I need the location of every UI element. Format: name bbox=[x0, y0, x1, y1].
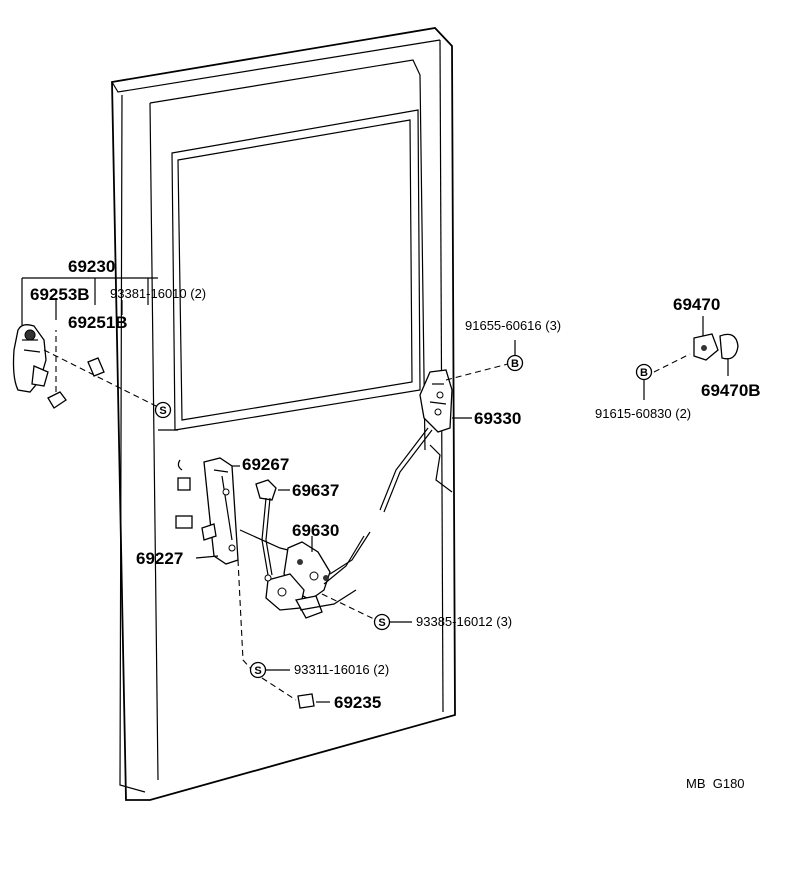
diagram-id: MB G180 bbox=[686, 776, 745, 791]
label-69470b: 69470B bbox=[701, 381, 761, 400]
label-69267: 69267 bbox=[242, 455, 289, 474]
upper-lock-assembly bbox=[379, 363, 509, 513]
s-marker-lock: S bbox=[373, 613, 412, 631]
label-69251b: 69251B bbox=[68, 313, 128, 332]
b-marker-door: B bbox=[506, 340, 524, 372]
s-marker-handle-screw: S bbox=[249, 661, 297, 701]
door-panel bbox=[111, 27, 456, 801]
label-93311-16016: 93311-16016 (2) bbox=[294, 662, 389, 677]
s-marker-handle: S bbox=[154, 401, 172, 419]
label-69470: 69470 bbox=[673, 295, 720, 314]
label-91615-60830: 91615-60830 (2) bbox=[595, 406, 691, 421]
svg-text:S: S bbox=[159, 405, 166, 417]
label-69637: 69637 bbox=[292, 481, 339, 500]
lower-lock-assembly bbox=[264, 531, 377, 621]
label-69253b: 69253B bbox=[30, 285, 90, 304]
svg-text:B: B bbox=[511, 358, 519, 370]
svg-text:S: S bbox=[378, 617, 385, 629]
svg-text:S: S bbox=[254, 665, 261, 677]
label-69227: 69227 bbox=[136, 549, 183, 568]
label-69630: 69630 bbox=[292, 521, 339, 540]
label-91655-60616: 91655-60616 (3) bbox=[465, 318, 561, 333]
label-69235: 69235 bbox=[334, 693, 381, 712]
label-69230: 69230 bbox=[68, 257, 115, 276]
b-marker-striker: B bbox=[635, 363, 653, 400]
outside-handle-group bbox=[12, 277, 161, 409]
svg-text:B: B bbox=[640, 367, 648, 379]
label-93381-16010: 93381-16010 (2) bbox=[110, 286, 206, 301]
label-93385-16012: 93385-16012 (3) bbox=[416, 614, 512, 629]
label-69330: 69330 bbox=[474, 409, 521, 428]
small-clip bbox=[297, 693, 330, 709]
striker-group bbox=[653, 316, 739, 376]
inside-handle-group bbox=[175, 457, 253, 671]
